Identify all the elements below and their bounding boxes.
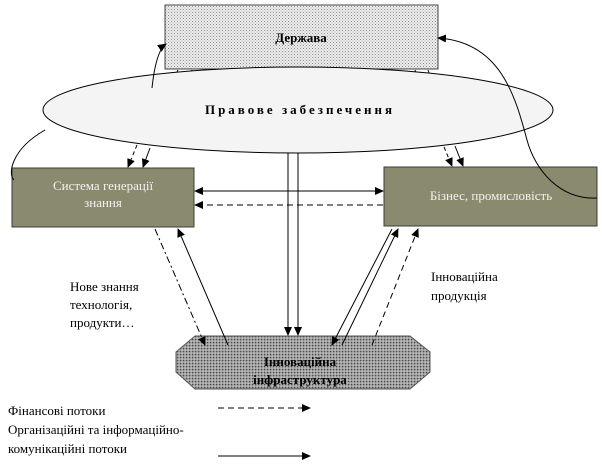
- legal-to-state-curve-left: [10, 129, 46, 181]
- innovation-infrastructure-node: Інноваційна інфраструктура: [175, 335, 431, 390]
- knowledge-label-line1: Система генерації: [53, 178, 154, 193]
- legal-support-node: Правове забезпечення: [42, 66, 554, 154]
- flow-connectors: [10, 34, 598, 346]
- state-node: Держава: [164, 4, 439, 70]
- legend-organizational-line1: Організаційні та інформаційно-: [8, 422, 184, 437]
- legend: Фінансові потоки Організаційні та інформ…: [8, 403, 311, 460]
- new-knowledge-line2: технологія,: [70, 297, 132, 312]
- legal-to-business-solid: [454, 145, 464, 167]
- state-label: Держава: [275, 30, 327, 45]
- infrastructure-label-line2: інфраструктура: [253, 372, 347, 387]
- new-knowledge-annotation: Нове знання технологія, продукти…: [70, 279, 139, 330]
- business-to-infrastructure-solid: [331, 228, 393, 346]
- legal-to-knowledge-solid: [142, 147, 151, 168]
- innovative-products-line2: продукція: [431, 288, 487, 303]
- legal-to-knowledge-dashed: [127, 144, 138, 168]
- infrastructure-to-business-solid: [341, 228, 399, 346]
- knowledge-label-line2: знання: [84, 195, 122, 210]
- legal-support-label: Правове забезпечення: [205, 102, 395, 117]
- business-label: Бізнес, промисловість: [430, 188, 552, 203]
- innovative-products-annotation: Інноваційна продукція: [431, 269, 498, 303]
- infrastructure-to-business-dashed: [371, 228, 419, 346]
- innovative-products-line1: Інноваційна: [431, 269, 498, 284]
- business-to-state-curve: [437, 34, 598, 199]
- new-knowledge-line3: продукти…: [70, 315, 134, 330]
- new-knowledge-line1: Нове знання: [70, 279, 139, 294]
- infrastructure-label-line1: Інноваційна: [264, 354, 337, 369]
- knowledge-generation-node: Система генерації знання: [11, 167, 195, 228]
- infrastructure-to-knowledge-solid: [177, 228, 229, 346]
- knowledge-to-state-curve: [151, 43, 167, 89]
- legal-to-business-dashed: [443, 146, 453, 167]
- legend-financial-label: Фінансові потоки: [8, 403, 105, 418]
- legend-organizational-line2: комунікаційні потоки: [8, 441, 127, 456]
- business-node: Бізнес, промисловість: [383, 166, 598, 227]
- knowledge-to-infrastructure-dashdot: [154, 228, 206, 346]
